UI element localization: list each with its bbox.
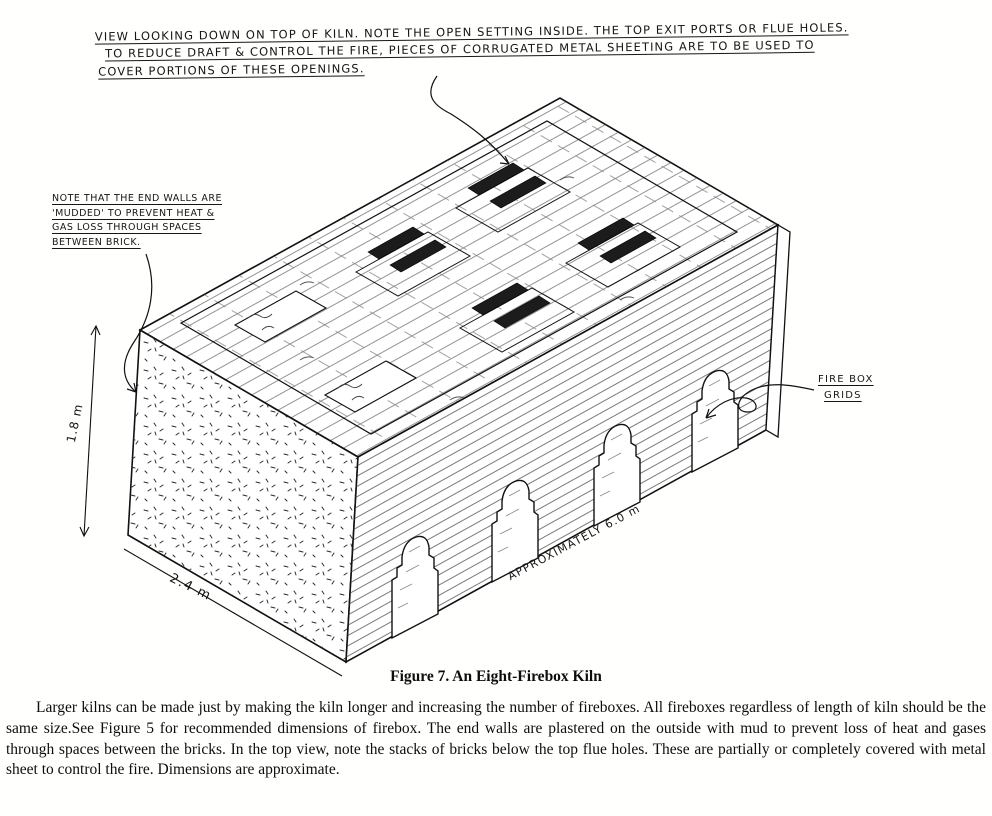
kiln-figure-drawing [79, 75, 815, 677]
flue-holes [233, 162, 682, 413]
annotation-line: GAS LOSS THROUGH SPACES [52, 222, 202, 234]
dimension-lines [79, 324, 343, 677]
annotation-line: NOTE THAT THE END WALLS ARE [52, 193, 222, 204]
leader-lines [123, 75, 815, 419]
annotation-line: FIRE BOX [818, 374, 874, 385]
annotation-firebox-grids: FIRE BOX GRIDS [818, 372, 874, 404]
annotation-top-view-note: VIEW LOOKING DOWN ON TOP OF KILN. NOTE T… [95, 19, 849, 80]
annotation-line: 'MUDDED' TO PREVENT HEAT & [52, 207, 215, 219]
annotation-end-wall-note: NOTE THAT THE END WALLS ARE 'MUDDED' TO … [52, 192, 222, 251]
annotation-line: BETWEEN BRICK. [52, 237, 141, 249]
figure-caption: Figure 7. An Eight-Firebox Kiln [390, 668, 602, 685]
body-paragraph: Larger kilns can be made just by making … [6, 699, 986, 779]
annotation-line: GRIDS [824, 390, 862, 401]
